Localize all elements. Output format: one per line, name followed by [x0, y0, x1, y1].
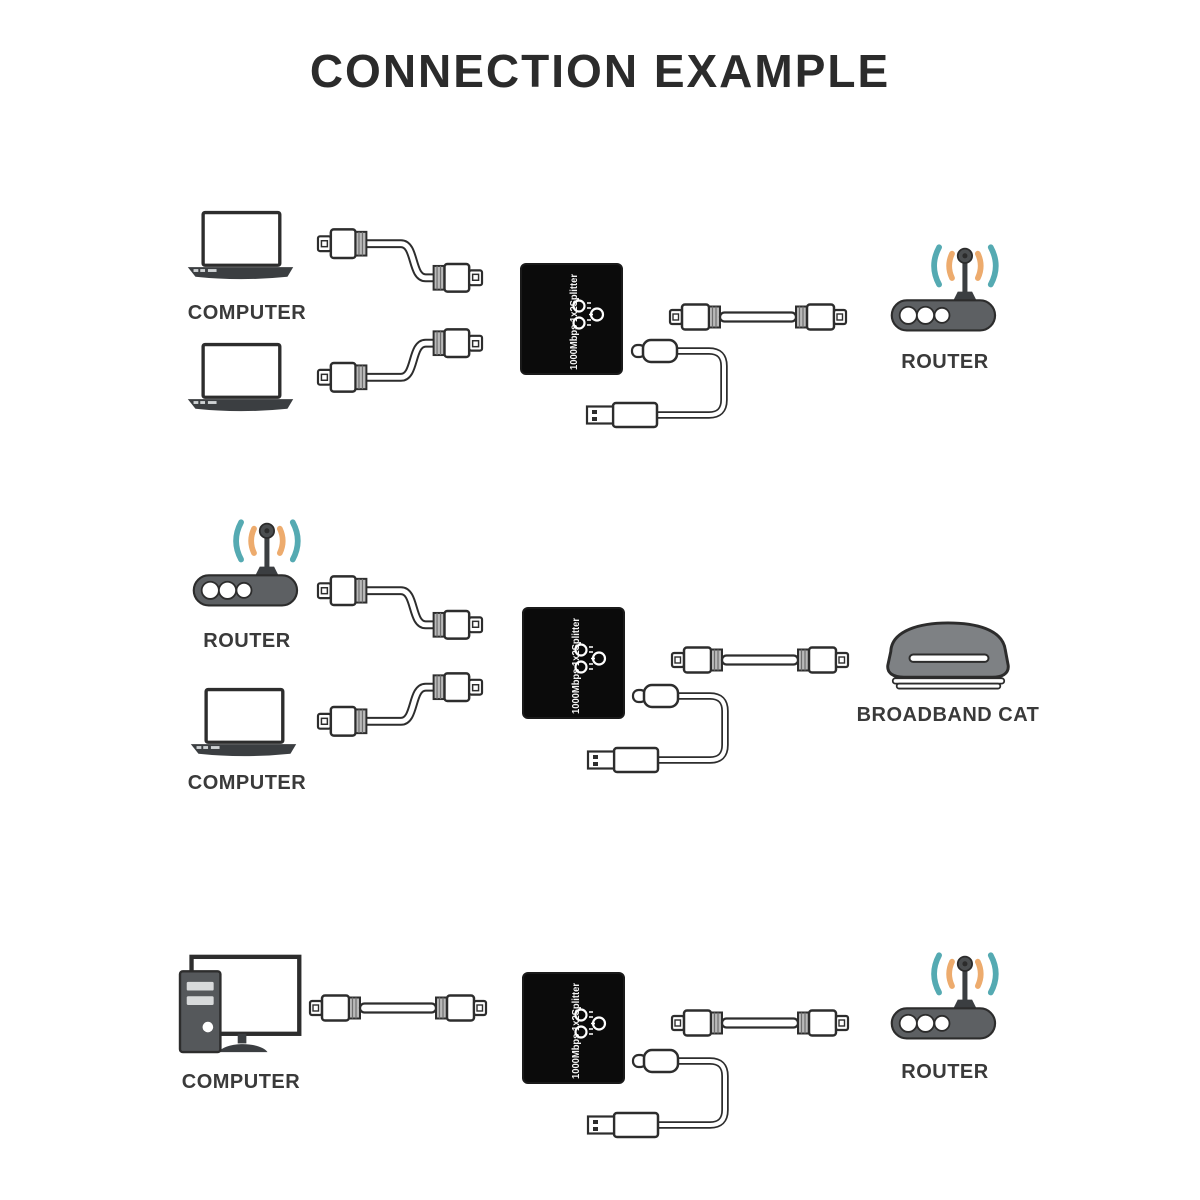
- router-label: ROUTER: [901, 1061, 989, 1083]
- computer-label: COMPUTER: [187, 772, 307, 794]
- broadband-cat-label: BROADBAND CAT: [856, 704, 1040, 726]
- router-icon: [188, 505, 310, 609]
- ethernet-cable-icon: [316, 667, 484, 742]
- broadband-cat-icon: [874, 616, 1022, 695]
- page-title: CONNECTION EXAMPLE: [309, 45, 891, 97]
- usb-power-cable-icon: [576, 678, 736, 778]
- usb-power-cable-icon: [575, 333, 735, 433]
- ethernet-cable-icon: [316, 570, 484, 645]
- ethernet-cable-icon: [670, 643, 850, 677]
- usb-power-cable-icon: [576, 1043, 736, 1143]
- router-label: ROUTER: [901, 351, 989, 373]
- ethernet-cable-icon: [308, 991, 488, 1025]
- laptop-icon: [186, 686, 301, 764]
- router-label: ROUTER: [203, 630, 291, 652]
- laptop-icon: [183, 341, 298, 419]
- router-icon: [886, 938, 1008, 1042]
- computer-label: COMPUTER: [181, 1071, 301, 1093]
- computer-label: COMPUTER: [187, 302, 307, 324]
- router-icon: [886, 230, 1008, 334]
- laptop-icon: [183, 209, 298, 287]
- desktop-computer-icon: [178, 953, 308, 1054]
- ethernet-cable-icon: [668, 300, 848, 334]
- ethernet-cable-icon: [316, 323, 484, 398]
- ethernet-cable-icon: [316, 223, 484, 298]
- ethernet-cable-icon: [670, 1006, 850, 1040]
